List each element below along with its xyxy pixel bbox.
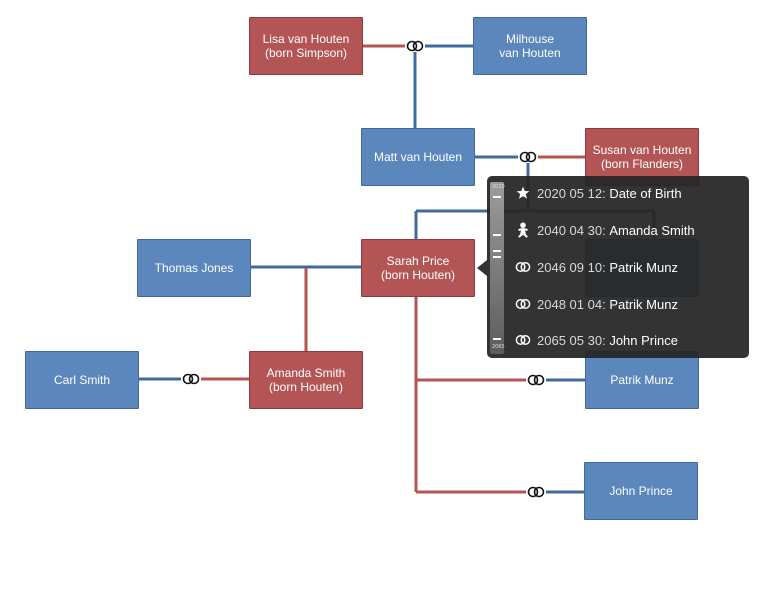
person-milhouse-van-houten[interactable]: Milhouse van Houten	[473, 17, 587, 75]
timeline-start-label: 2020	[492, 184, 505, 190]
person-name: Sarah Price (born Houten)	[380, 254, 456, 282]
event-date: 2048 01 04:	[537, 296, 606, 312]
event-row: 2046 09 10: Patrik Munz	[514, 257, 678, 277]
event-row: 2020 05 12: Date of Birth	[514, 183, 682, 203]
event-row: 2040 04 30: Amanda Smith	[514, 220, 695, 240]
person-name: John Prince	[609, 484, 673, 498]
event-date: 2046 09 10:	[537, 259, 606, 275]
popup-pointer	[477, 260, 487, 276]
rings-icon	[514, 332, 532, 348]
timeline-marker	[493, 234, 501, 236]
person-name: Lisa van Houten (born Simpson)	[262, 32, 350, 60]
person-sarah-price[interactable]: Sarah Price (born Houten)	[361, 239, 475, 297]
timeline-bar: 2020 2065	[490, 182, 505, 354]
star-icon	[514, 185, 532, 201]
rings-icon	[405, 40, 425, 52]
timeline-marker	[493, 250, 501, 252]
timeline-marker	[493, 338, 501, 340]
timeline-marker	[493, 196, 501, 198]
event-date: 2065 05 30:	[537, 332, 606, 348]
event-row: 2065 05 30: John Prince	[514, 330, 678, 350]
life-events-popup: 2020 2065 2020 05 12: Date of Birth 2040…	[487, 176, 749, 358]
rings-icon	[514, 259, 532, 275]
person-john-prince[interactable]: John Prince	[584, 462, 698, 520]
person-carl-smith[interactable]: Carl Smith	[25, 351, 139, 409]
event-row: 2048 01 04: Patrik Munz	[514, 294, 678, 314]
person-thomas-jones[interactable]: Thomas Jones	[137, 239, 251, 297]
rings-icon	[518, 151, 538, 163]
event-text: John Prince	[609, 332, 678, 348]
person-lisa-van-houten[interactable]: Lisa van Houten (born Simpson)	[249, 17, 363, 75]
timeline-marker	[493, 256, 501, 258]
event-text: Patrik Munz	[609, 296, 678, 312]
person-name: Amanda Smith (born Houten)	[266, 366, 346, 394]
event-date: 2020 05 12:	[537, 185, 606, 201]
person-name: Patrik Munz	[610, 373, 674, 387]
rings-icon	[514, 296, 532, 312]
person-name: Thomas Jones	[154, 261, 234, 275]
rings-icon	[181, 373, 201, 385]
baby-icon	[514, 222, 532, 238]
event-text: Date of Birth	[609, 185, 682, 201]
event-text: Amanda Smith	[609, 222, 695, 238]
person-name: Milhouse van Houten	[499, 32, 561, 60]
person-name: Carl Smith	[53, 373, 110, 387]
person-patrik-munz[interactable]: Patrik Munz	[585, 351, 699, 409]
event-date: 2040 04 30:	[537, 222, 606, 238]
person-name: Matt van Houten	[373, 150, 463, 164]
event-text: Patrik Munz	[609, 259, 678, 275]
person-matt-van-houten[interactable]: Matt van Houten	[361, 128, 475, 186]
person-name: Susan van Houten (born Flanders)	[592, 143, 692, 171]
rings-icon	[526, 374, 546, 386]
rings-icon	[526, 486, 546, 498]
person-amanda-smith[interactable]: Amanda Smith (born Houten)	[249, 351, 363, 409]
timeline-end-label: 2065	[492, 344, 505, 350]
